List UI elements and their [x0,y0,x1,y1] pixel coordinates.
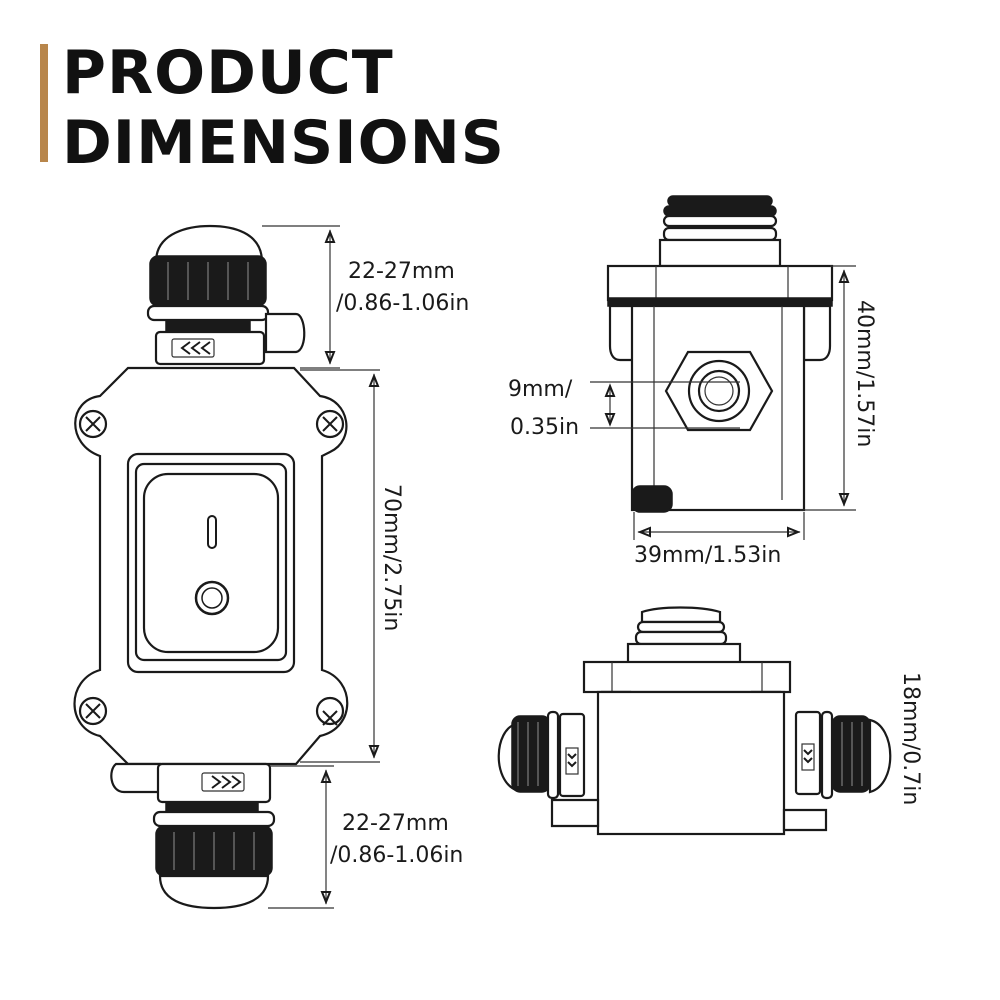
right-cable-gland-icon [794,710,892,800]
screw-icon [78,409,345,726]
switch-on-mark [207,515,217,549]
bottom-gland-range-in-label: /0.86-1.06in [330,843,463,868]
chevron-arrows-icon [567,753,577,768]
left-cable-gland-icon [497,710,586,800]
side-view: 9mm/ 0.35in 40mm/1.57in 39mm/1.53in [508,195,877,568]
top-gland-range-in-label: /0.86-1.06in [336,291,469,316]
switch-off-mark [194,580,230,616]
page-title: PRODUCT DIMENSIONS [62,38,505,178]
side-height-label: 40mm/1.57in [852,300,877,447]
side-gland-thread-icon [658,195,782,268]
title-line-1: PRODUCT [62,38,394,108]
top-gland-range-label: 22-27mm [348,259,455,284]
bottom-cable-gland-icon [110,762,276,910]
chevron-arrows-icon [180,341,211,355]
hole-size-label-2: 0.35in [510,415,579,440]
title-accent-bar [40,44,48,162]
title-line-2: DIMENSIONS [62,108,506,178]
side-width-label: 39mm/1.53in [634,543,781,568]
body-height-label: 70mm/2.75in [379,484,404,631]
hole-size-label-1: 9mm/ [508,377,573,402]
chevron-arrows-icon [211,775,242,789]
bottom-view-thread-icon [626,606,742,666]
front-view: 22-27mm /0.86-1.06in 70mm/2.75in 22-27mm… [73,224,469,910]
top-cable-gland-icon [146,224,306,366]
bottom-view: 18mm/0.7in [497,606,923,836]
bottom-gland-range-label: 22-27mm [342,811,449,836]
chevron-arrows-icon [803,749,813,764]
bottom-height-label: 18mm/0.7in [898,672,923,805]
